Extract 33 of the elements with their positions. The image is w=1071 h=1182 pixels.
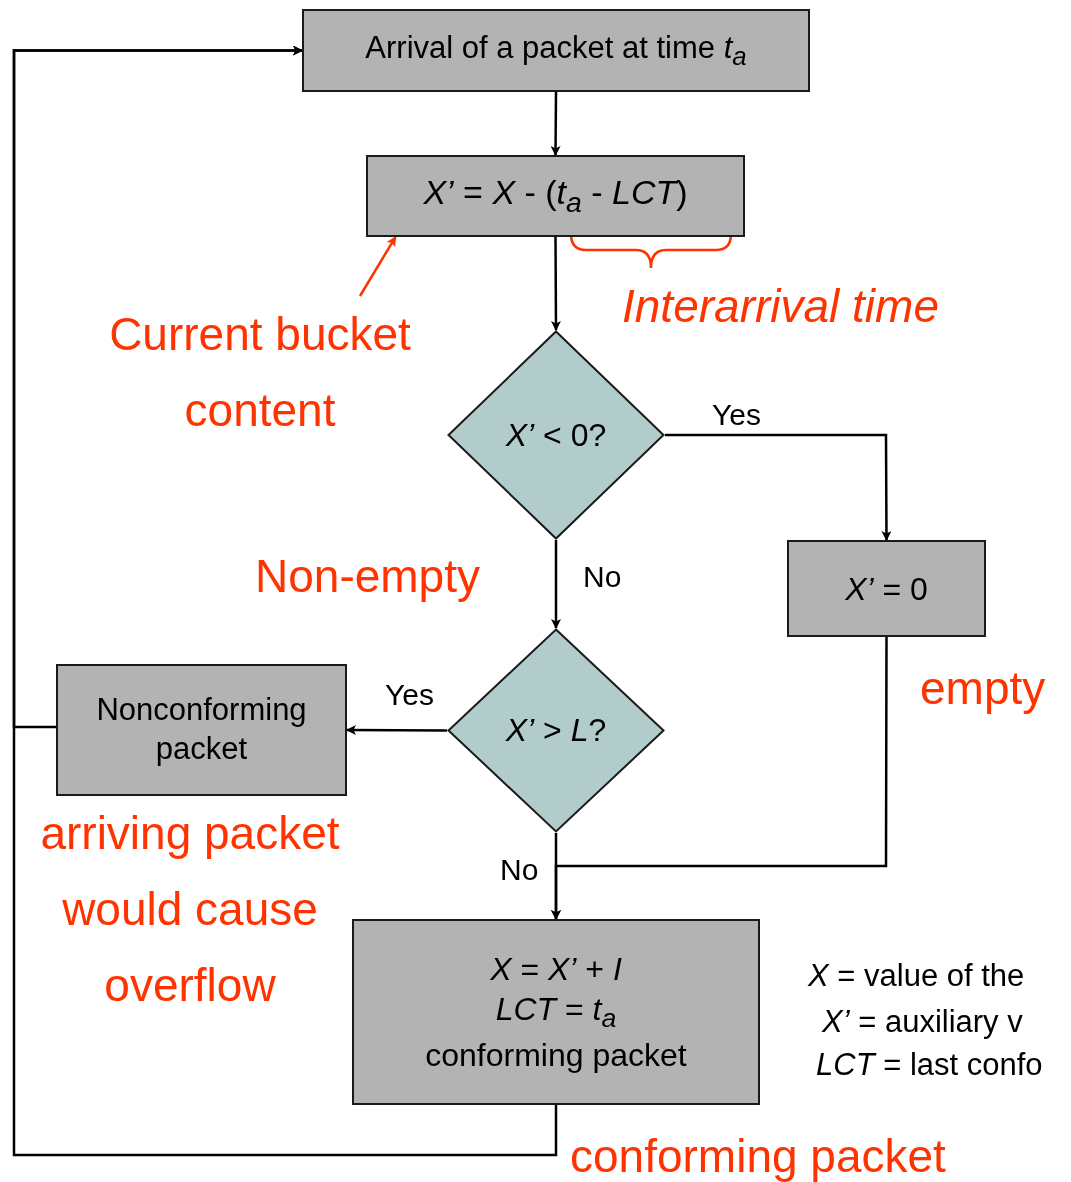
decision-diamond (447, 330, 665, 540)
arrow (551, 540, 561, 629)
definition-text: X’ = auxiliary v (822, 1006, 1023, 1037)
annotation-text: Interarrival time (622, 279, 939, 334)
arrow (346, 725, 447, 736)
annotation-text: empty (920, 661, 1046, 716)
condition-text: X’ > L? (505, 712, 607, 749)
arrow (551, 637, 888, 920)
process-box (302, 9, 810, 92)
callout-text: Current bucket content (70, 296, 450, 448)
arrow (550, 92, 561, 156)
process-box (56, 664, 347, 796)
box-text: X’ = X - (t$_{a}$ - LCT) (423, 172, 688, 221)
definition-text: X = value of the (808, 960, 1025, 991)
arrow (550, 237, 561, 331)
definition-text: LCT = last confo (816, 1049, 1043, 1080)
box-text: X = X’ + I (490, 949, 622, 989)
box-text: conforming packet (425, 1036, 687, 1076)
annotation-text: Non-empty (255, 549, 480, 604)
process-box (787, 540, 986, 637)
box-text: Nonconforming packet (95, 691, 308, 768)
annotation-text: arriving packet would cause overflow (39, 806, 341, 1013)
process-box (366, 155, 745, 237)
arrow (12, 45, 558, 1157)
arrow (665, 433, 892, 541)
box-text: LCT = t$_{a}$ (495, 989, 617, 1036)
decision-diamond (447, 628, 665, 833)
annotation-text: conforming packet (570, 1129, 946, 1182)
box-text: X’ = 0 (845, 569, 928, 609)
process-box (352, 919, 760, 1105)
leader-arrow (358, 236, 397, 297)
condition-text: X’ < 0? (505, 416, 607, 454)
box-text: Arrival of a packet at time t$_{a}$ (365, 28, 747, 72)
